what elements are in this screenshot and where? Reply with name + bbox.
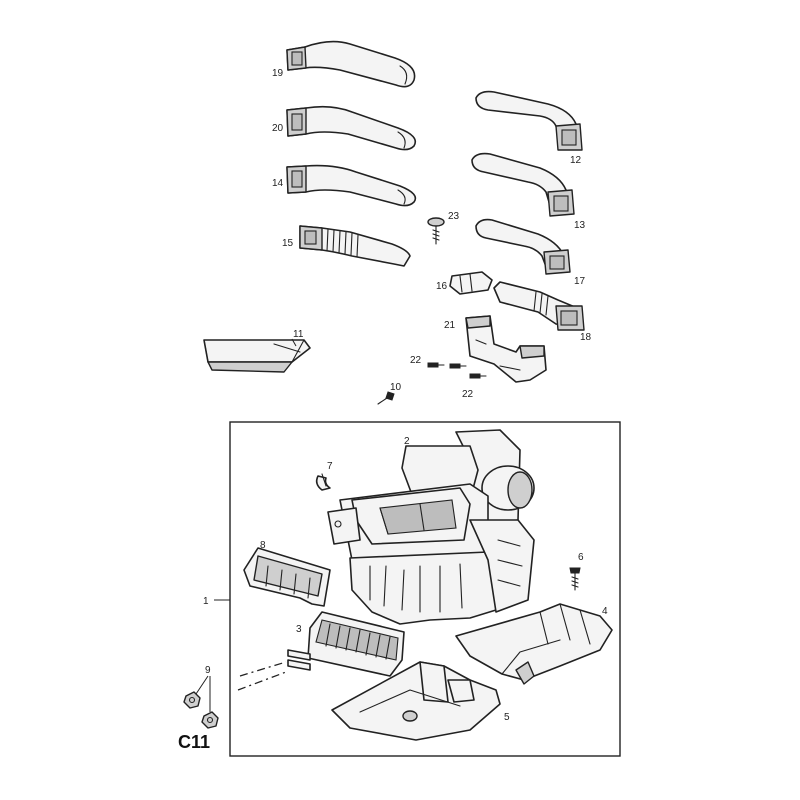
callout-22-b: 22 — [462, 389, 474, 400]
air-duct-12 — [475, 90, 583, 151]
clip-16 — [449, 271, 493, 295]
screws-22 — [427, 362, 487, 379]
air-duct-13 — [471, 152, 575, 217]
callout-6: 6 — [578, 552, 584, 563]
callout-15: 15 — [282, 238, 294, 249]
air-duct-21 — [465, 315, 547, 383]
duct-4 — [455, 603, 613, 685]
callout-17: 17 — [574, 276, 586, 287]
callout-2: 2 — [404, 436, 410, 447]
air-duct-15 — [299, 225, 411, 267]
callout-4: 4 — [602, 606, 608, 617]
pipe-line-lower — [237, 671, 287, 691]
nuts-9 — [183, 691, 219, 729]
callout-18: 18 — [580, 332, 592, 343]
heater-housing-2 — [327, 429, 535, 625]
callout-21: 21 — [444, 320, 456, 331]
callout-1: 1 — [203, 596, 209, 607]
callout-7: 7 — [327, 461, 333, 472]
callout-12: 12 — [570, 155, 582, 166]
duct-5 — [331, 661, 501, 741]
clip-7 — [315, 473, 331, 491]
bolt-23 — [427, 217, 445, 245]
callout-22-a: 22 — [410, 355, 422, 366]
callout-23: 23 — [448, 211, 460, 222]
callout-13: 13 — [574, 220, 586, 231]
screw-6 — [569, 567, 581, 591]
pipe-line-upper — [239, 661, 287, 677]
callout-8: 8 — [260, 540, 266, 551]
callout-14: 14 — [272, 178, 284, 189]
callout-3: 3 — [296, 624, 302, 635]
assembly-frame — [229, 421, 621, 757]
diagram-code: C11 — [178, 732, 210, 752]
callout-11: 11 — [293, 329, 304, 340]
air-duct-19 — [286, 40, 416, 88]
air-duct-14 — [286, 164, 417, 207]
callout-16: 16 — [436, 281, 448, 292]
air-duct-17 — [475, 218, 571, 275]
callout-19: 19 — [272, 68, 284, 79]
screw-10 — [377, 391, 395, 405]
air-duct-20 — [286, 105, 417, 151]
callout-10: 10 — [390, 382, 402, 393]
callout-9: 9 — [205, 665, 211, 676]
cover-panel-11 — [203, 339, 311, 373]
callout-5: 5 — [504, 712, 510, 723]
bracket-8 — [243, 547, 331, 607]
callout-20: 20 — [272, 123, 284, 134]
air-duct-18 — [493, 281, 585, 331]
heater-core-3 — [287, 611, 405, 677]
